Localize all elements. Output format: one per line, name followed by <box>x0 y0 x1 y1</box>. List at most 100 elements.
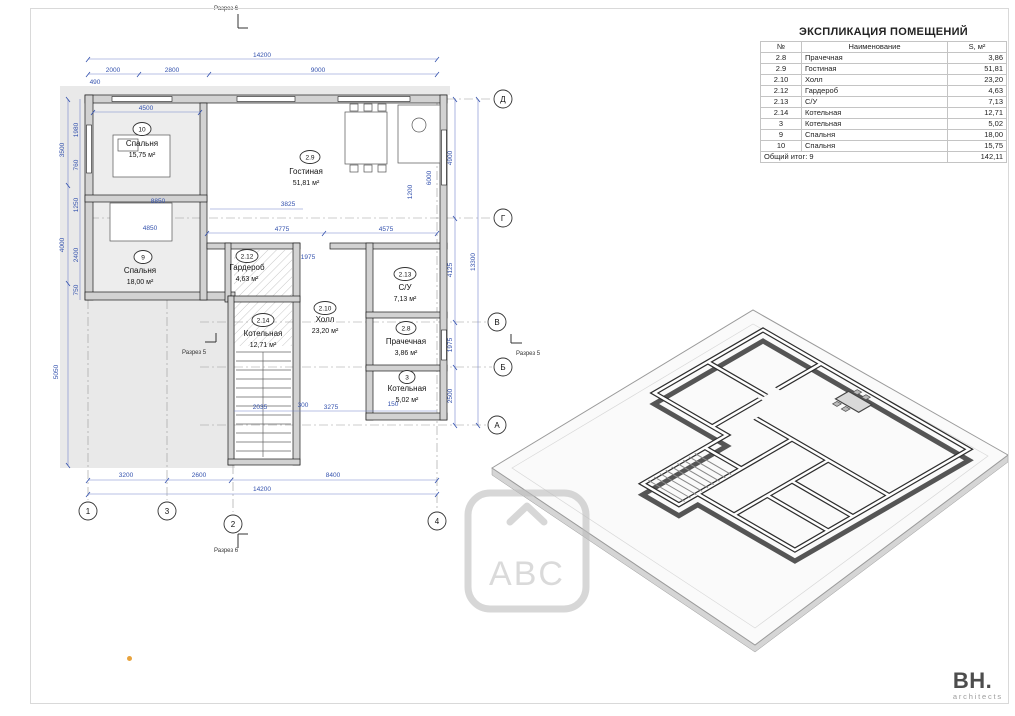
grid-axis-bubble: Г <box>493 208 513 228</box>
svg-text:2.12: 2.12 <box>241 254 254 261</box>
cell-no: 2.12 <box>760 85 802 97</box>
dim-label: 13300 <box>470 253 477 271</box>
svg-text:В: В <box>494 318 499 327</box>
cell-name: Котельная <box>801 118 948 130</box>
grid-axis-bubble: 1 <box>78 501 98 521</box>
cell-name: С/У <box>801 96 948 108</box>
cell-no: 2.10 <box>760 74 802 86</box>
svg-text:Прачечная: Прачечная <box>386 337 426 346</box>
schedule-title: ЭКСПЛИКАЦИЯ ПОМЕЩЕНИЙ <box>799 26 968 38</box>
cell-no: 2.8 <box>760 52 802 64</box>
grid-axis-bubble: В <box>487 312 507 332</box>
svg-text:Б: Б <box>500 363 505 372</box>
cell-name: Гостиная <box>801 63 948 75</box>
svg-text:С/У: С/У <box>398 283 412 292</box>
svg-text:5,02 м²: 5,02 м² <box>396 397 419 404</box>
cell-name: Холл <box>801 74 948 86</box>
dim-label: 3825 <box>281 201 296 208</box>
firm-logo: BH. architects <box>952 667 1003 701</box>
room-schedule: ЭКСПЛИКАЦИЯ ПОМЕЩЕНИЙ № Наименование S, … <box>760 26 1007 163</box>
dim-label: 2600 <box>192 472 207 479</box>
cell-area: 3,86 <box>947 52 1007 64</box>
total-label: Общий итог: 9 <box>760 151 948 163</box>
svg-text:2: 2 <box>231 520 236 529</box>
dimension-labels: 14200 490 2000 2800 9000 4500 8850 4850 … <box>53 52 477 493</box>
cell-no: 2.14 <box>760 107 802 119</box>
dim-label: 4775 <box>275 226 290 233</box>
cell-area: 18,00 <box>947 129 1007 141</box>
dim-label: 3200 <box>119 472 134 479</box>
svg-text:3: 3 <box>165 507 170 516</box>
svg-text:2.10: 2.10 <box>319 306 332 313</box>
section-label: Разрез 6 <box>214 548 239 554</box>
section-label: Разрез 5 <box>182 350 207 356</box>
dim-label: 150 <box>388 401 399 408</box>
dim-label: 4575 <box>379 226 394 233</box>
svg-text:7,13 м²: 7,13 м² <box>394 296 417 303</box>
svg-text:18,00 м²: 18,00 м² <box>127 279 154 286</box>
cell-name: Спальня <box>801 140 948 152</box>
dim-label: 5050 <box>53 364 60 379</box>
section-markers: Разрез 6 Разрез 6 Разрез 5 Разрез 5 <box>182 6 541 554</box>
schedule-header-row: № Наименование S, м² <box>760 41 1007 53</box>
svg-text:Котельная: Котельная <box>388 384 427 393</box>
dim-label: 14200 <box>253 52 271 59</box>
dim-label: 4500 <box>139 105 154 112</box>
svg-text:3: 3 <box>405 375 409 382</box>
svg-text:Холл: Холл <box>316 315 335 324</box>
svg-text:10: 10 <box>138 127 146 134</box>
cell-name: Гардероб <box>801 85 948 97</box>
grid-axis-bubble: 3 <box>157 501 177 521</box>
stair <box>236 351 291 457</box>
firm-logo-name: BH. <box>952 667 993 693</box>
grid-axis-bubble: 2 <box>223 514 243 534</box>
cell-area: 7,13 <box>947 96 1007 108</box>
axon-view <box>491 309 1009 653</box>
dim-label: 1975 <box>301 254 316 261</box>
dim-label: 6000 <box>426 170 433 185</box>
dim-label: 760 <box>73 159 80 170</box>
dim-label: 8400 <box>326 472 341 479</box>
firm-logo-sub: architects <box>952 691 1003 701</box>
dimension-lines <box>65 56 481 498</box>
svg-text:А: А <box>494 421 500 430</box>
svg-text:2.13: 2.13 <box>399 272 412 279</box>
cell-area: 12,71 <box>947 107 1007 119</box>
watermark-logo: ABC <box>464 489 590 613</box>
svg-text:Г: Г <box>501 214 506 223</box>
cell-name: Прачечная <box>801 52 948 64</box>
sheet-border <box>30 8 1009 704</box>
cell-name: Спальня <box>801 129 948 141</box>
watermark-text: ABC <box>489 555 565 593</box>
cell-area: 4,63 <box>947 85 1007 97</box>
dim-label: 4850 <box>143 225 158 232</box>
site-shading <box>60 86 450 468</box>
dim-label: 4900 <box>447 150 454 165</box>
dim-label: 4125 <box>447 262 454 277</box>
svg-text:Гардероб: Гардероб <box>229 263 265 272</box>
dim-label: 2400 <box>73 247 80 262</box>
room-tag: 2.13С/У 7,13 м² <box>393 267 417 303</box>
grid-axis-bubble: 4 <box>427 511 447 531</box>
dim-label: 1980 <box>73 122 80 137</box>
col-header-name: Наименование <box>801 41 948 53</box>
dim-label: 3500 <box>59 142 66 157</box>
cell-no: 3 <box>760 118 802 130</box>
section-label: Разрез 5 <box>516 351 541 357</box>
svg-text:2.9: 2.9 <box>305 155 314 162</box>
